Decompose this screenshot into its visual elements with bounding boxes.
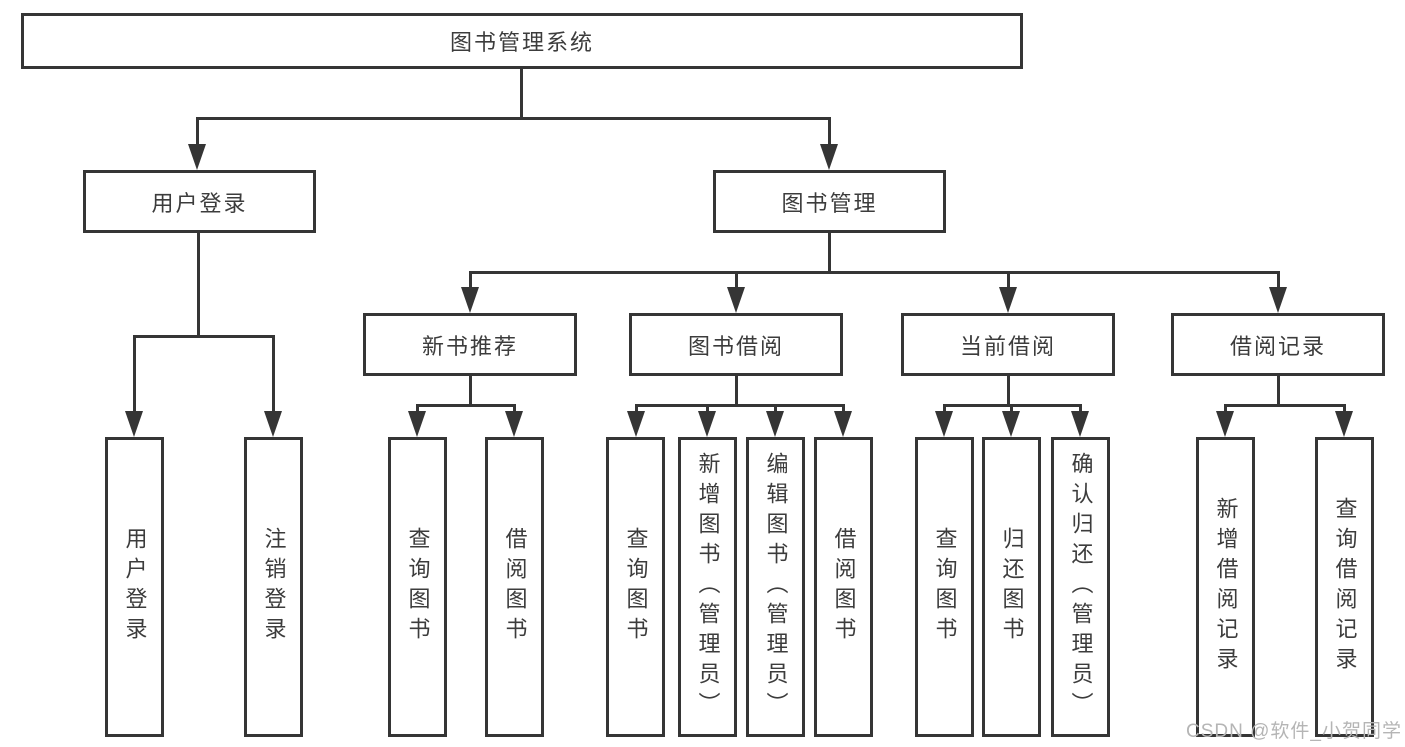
node-leaf-edit-books-admin: 编辑图书（管理员） xyxy=(746,437,805,737)
connector-line xyxy=(1224,404,1346,407)
connector-line xyxy=(706,404,709,414)
connector-line xyxy=(133,335,275,338)
node-leaf-add-borrow-record: 新增借阅记录 xyxy=(1196,437,1255,737)
node-leaf-add-books-admin: 新增图书（管理员） xyxy=(678,437,737,737)
connector-line xyxy=(196,117,831,120)
arrow-down-icon xyxy=(820,144,838,170)
connector-line xyxy=(1007,376,1010,407)
connector-line xyxy=(197,233,200,336)
connector-line xyxy=(1010,404,1013,414)
connector-line xyxy=(1079,404,1082,414)
arrow-down-icon xyxy=(264,411,282,437)
arrow-down-icon xyxy=(188,144,206,170)
connector-line xyxy=(469,376,472,407)
node-leaf-query-books-current: 查询图书 xyxy=(915,437,974,737)
connector-line xyxy=(513,404,516,414)
connector-line xyxy=(1277,271,1280,291)
connector-line xyxy=(416,404,419,414)
node-leaf-logout: 注销登录 xyxy=(244,437,303,737)
connector-line xyxy=(133,335,136,415)
arrow-down-icon xyxy=(698,411,716,437)
connector-line xyxy=(1343,404,1346,414)
node-leaf-borrow-books: 借阅图书 xyxy=(814,437,873,737)
connector-line xyxy=(196,117,199,147)
connector-line xyxy=(842,404,845,414)
node-borrow-records: 借阅记录 xyxy=(1171,313,1385,376)
arrow-down-icon xyxy=(461,287,479,313)
connector-line xyxy=(1007,271,1010,291)
arrow-down-icon xyxy=(1335,411,1353,437)
arrow-down-icon xyxy=(1071,411,1089,437)
arrow-down-icon xyxy=(935,411,953,437)
connector-line xyxy=(828,117,831,147)
connector-line xyxy=(272,335,275,415)
connector-line xyxy=(774,404,777,414)
node-leaf-borrow-books-recommend: 借阅图书 xyxy=(485,437,544,737)
arrow-down-icon xyxy=(505,411,523,437)
node-user-login: 用户登录 xyxy=(83,170,316,233)
arrow-down-icon xyxy=(727,287,745,313)
connector-line xyxy=(735,376,738,407)
connector-line xyxy=(635,404,638,414)
connector-line xyxy=(735,271,738,291)
arrow-down-icon xyxy=(125,411,143,437)
node-leaf-return-books: 归还图书 xyxy=(982,437,1041,737)
node-library-management-system: 图书管理系统 xyxy=(21,13,1023,69)
csdn-watermark: CSDN @软件_小贺同学 xyxy=(1186,721,1402,742)
arrow-down-icon xyxy=(766,411,784,437)
node-current-borrow: 当前借阅 xyxy=(901,313,1115,376)
arrow-down-icon xyxy=(1002,411,1020,437)
connector-line xyxy=(469,271,1279,274)
connector-line xyxy=(520,68,523,118)
node-leaf-query-borrow-record: 查询借阅记录 xyxy=(1315,437,1374,737)
node-book-borrow: 图书借阅 xyxy=(629,313,843,376)
arrow-down-icon xyxy=(408,411,426,437)
arrow-down-icon xyxy=(627,411,645,437)
node-new-book-recommend: 新书推荐 xyxy=(363,313,577,376)
node-leaf-user-login: 用户登录 xyxy=(105,437,164,737)
arrow-down-icon xyxy=(999,287,1017,313)
arrow-down-icon xyxy=(1269,287,1287,313)
node-leaf-query-books-recommend: 查询图书 xyxy=(388,437,447,737)
connector-line xyxy=(416,404,516,407)
node-leaf-confirm-return-admin: 确认归还（管理员） xyxy=(1051,437,1110,737)
arrow-down-icon xyxy=(1216,411,1234,437)
connector-line xyxy=(1224,404,1227,414)
arrow-down-icon xyxy=(834,411,852,437)
node-leaf-query-books-borrow: 查询图书 xyxy=(606,437,665,737)
connector-line xyxy=(469,271,472,291)
connector-line xyxy=(1277,376,1280,407)
connector-line xyxy=(635,404,844,407)
connector-line xyxy=(828,233,831,273)
node-book-management: 图书管理 xyxy=(713,170,946,233)
connector-line xyxy=(943,404,946,414)
